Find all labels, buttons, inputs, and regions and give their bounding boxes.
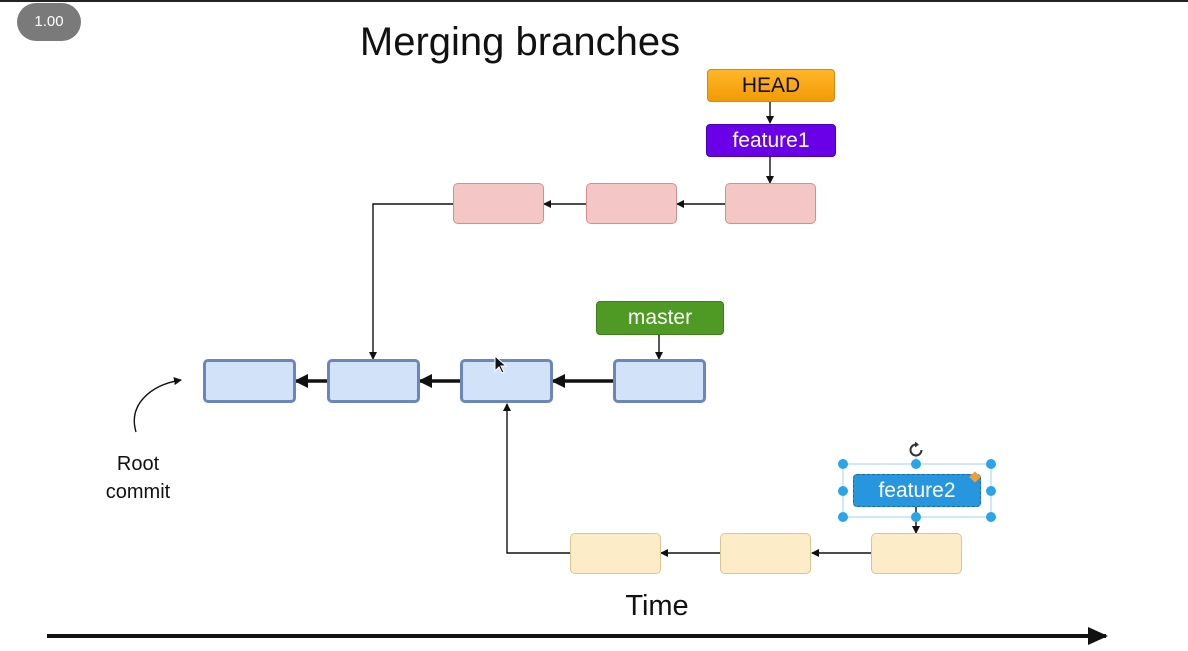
- rotate-handle-icon[interactable]: [906, 440, 926, 460]
- feature2-branch-label[interactable]: feature2: [853, 474, 981, 507]
- resize-handle-top-left[interactable]: [838, 459, 848, 469]
- feature2-commit-1[interactable]: [570, 533, 661, 574]
- feature1-commit-1[interactable]: [453, 183, 544, 224]
- head-label[interactable]: HEAD: [707, 69, 835, 102]
- master-commit-4[interactable]: [613, 359, 706, 403]
- resize-handle-top[interactable]: [911, 459, 921, 469]
- feature1-commit-3[interactable]: [725, 183, 816, 224]
- resize-handle-bottom[interactable]: [911, 512, 921, 522]
- feature1-commit-2[interactable]: [586, 183, 677, 224]
- diagram-title[interactable]: Merging branches: [359, 20, 681, 64]
- pink-commit-1-to-master-commit-2-arrow[interactable]: [369, 203, 453, 360]
- mouse-pointer-icon: [494, 355, 508, 374]
- resize-handle-right[interactable]: [986, 486, 996, 496]
- master-commit-root[interactable]: [203, 359, 296, 403]
- master-commit-2[interactable]: [327, 359, 420, 403]
- root-commit-annotation[interactable]: Root commit: [90, 450, 186, 506]
- root-annotation-line1: Root: [116, 453, 160, 475]
- time-axis-label[interactable]: Time: [625, 590, 689, 622]
- resize-handle-bottom-right[interactable]: [986, 512, 996, 522]
- resize-handle-left[interactable]: [838, 486, 848, 496]
- resize-handle-top-right[interactable]: [986, 459, 996, 469]
- root-commit-pointer-arrow[interactable]: [133, 377, 182, 433]
- feature1-branch-label[interactable]: feature1: [706, 124, 836, 157]
- resize-handle-bottom-left[interactable]: [838, 512, 848, 522]
- root-annotation-line2: commit: [105, 481, 171, 503]
- master-branch-label[interactable]: master: [596, 301, 724, 335]
- top-border: [0, 0, 1188, 2]
- zoom-level-badge[interactable]: 1.00: [17, 3, 81, 41]
- feature2-commit-3[interactable]: [871, 533, 962, 574]
- yellow-commit-1-to-master-commit-3-arrow[interactable]: [503, 403, 570, 554]
- feature2-commit-2[interactable]: [720, 533, 811, 574]
